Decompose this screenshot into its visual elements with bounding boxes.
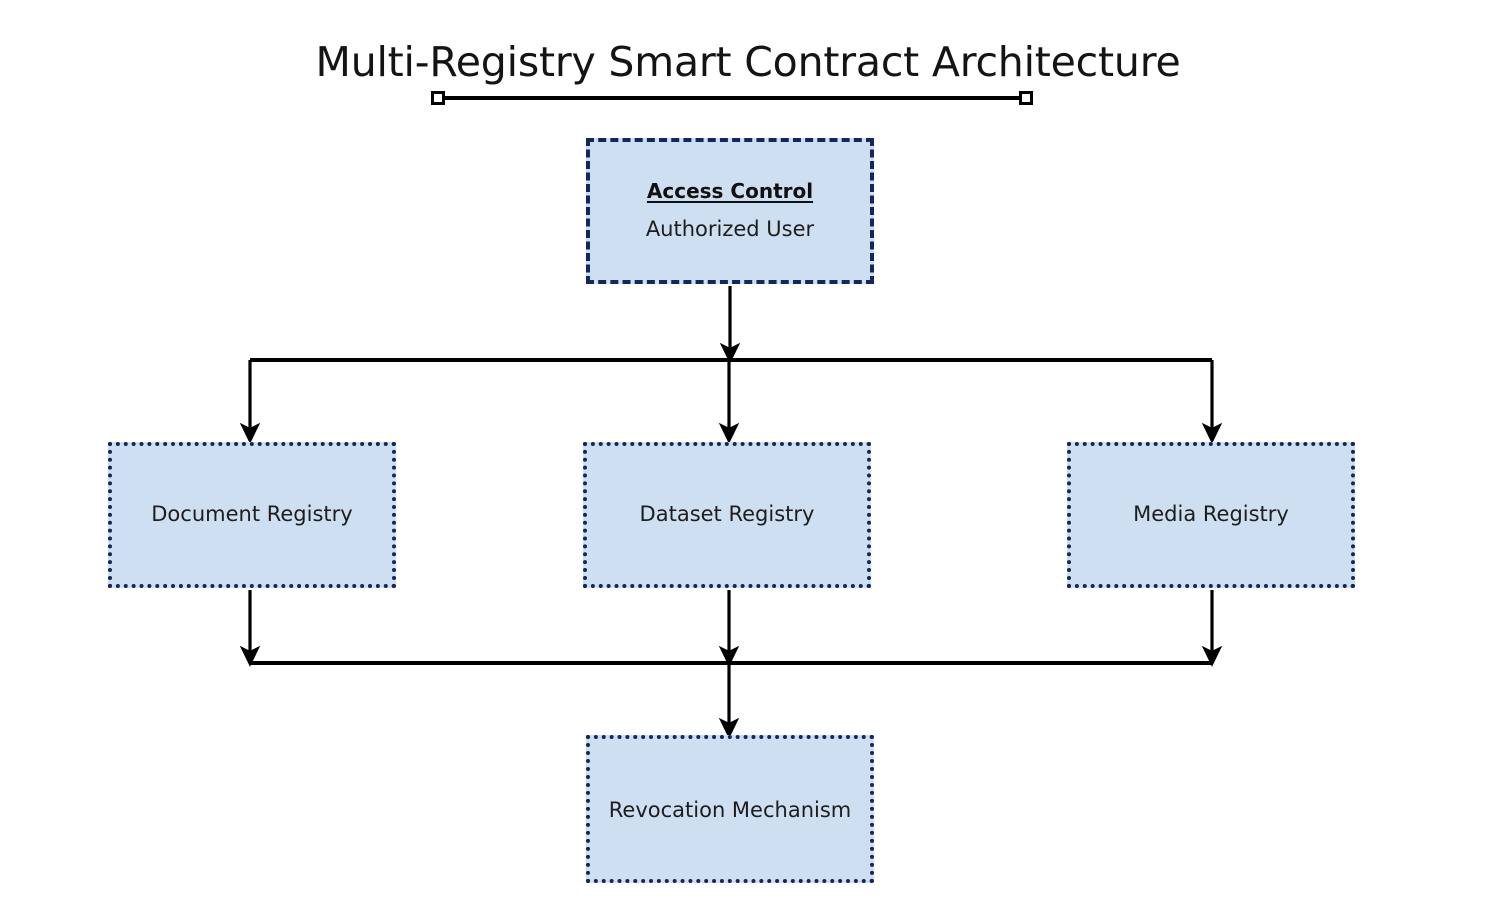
page-title: Multi-Registry Smart Contract Architectu…: [315, 38, 1181, 86]
node-media-registry[interactable]: Media Registry: [1067, 442, 1355, 588]
node-access-control[interactable]: Access Control Authorized User: [586, 138, 874, 284]
node-revocation-mechanism[interactable]: Revocation Mechanism: [586, 735, 874, 883]
title-underline-right-handle-icon[interactable]: [1019, 91, 1033, 105]
node-revocation-mechanism-label: Revocation Mechanism: [608, 798, 852, 822]
title-underline-rule: [437, 96, 1027, 100]
node-document-registry[interactable]: Document Registry: [108, 442, 396, 588]
node-document-registry-label: Document Registry: [151, 502, 353, 527]
node-access-control-title: Access Control: [646, 179, 814, 204]
title-underline[interactable]: [431, 91, 1033, 105]
node-dataset-registry[interactable]: Dataset Registry: [583, 442, 871, 588]
title-underline-left-handle-icon[interactable]: [431, 91, 445, 105]
node-dataset-registry-label: Dataset Registry: [639, 502, 815, 527]
node-access-control-subtitle: Authorized User: [645, 217, 815, 242]
node-media-registry-label: Media Registry: [1133, 502, 1289, 527]
